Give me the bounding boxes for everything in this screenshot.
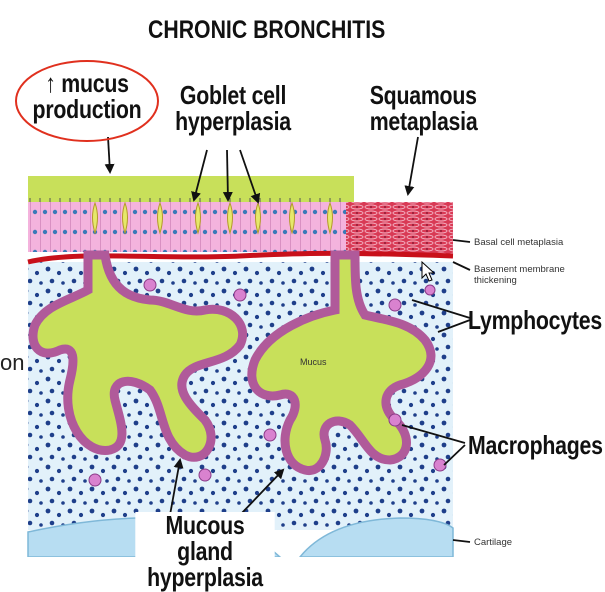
leader-cartilage [452,539,471,543]
annotation-arrows [104,136,471,543]
arrow-goblet-3 [239,149,261,204]
leader-macrophage-2 [443,444,466,466]
right-mucous-gland [247,250,436,475]
goblet-cells [92,201,333,235]
arrow-squamous [404,136,419,196]
macrophages-label: Macrophages [468,430,603,460]
arrow-gland-2 [239,468,285,516]
left-mucous-gland [28,250,247,462]
leader-macrophage-1 [401,424,466,444]
basal-cell-metaplasia-label: Basal cell metaplasia [474,237,564,248]
mucus-production-ellipse [15,60,159,142]
squamous-epithelium [346,202,453,254]
arrow-goblet-1 [191,149,208,202]
squamous-metaplasia-label: Squamous metaplasia [369,80,478,136]
respiratory-epithelium [28,202,346,252]
cut-off-text: on [0,350,25,375]
cartilage-label: Cartilage [474,537,513,548]
mucous-gland-hyperplasia-label: Mucous gland hyperplasia [135,512,275,590]
lymphocytes-label: Lymphocytes [468,305,602,335]
arrow-mucus [104,136,115,174]
leader-basal-cell [452,239,471,243]
mouse-cursor-icon [421,260,436,282]
bronchitis-diagram [15,60,471,557]
leader-basement [452,261,471,271]
mucus-layer [28,176,354,202]
leader-lymphocyte-1 [411,299,471,319]
up-arrow-icon: ↑ [45,68,56,98]
mucus-production-label: ↑ mucus production [32,68,142,124]
arrow-gland-1 [169,458,184,516]
diagram-title: CHRONIC BRONCHITIS [148,16,386,44]
arrow-goblet-2 [222,149,233,202]
macrophage-cells [88,278,447,487]
cartilage-right [299,517,454,557]
leader-lymphocyte-2 [437,319,471,333]
basement-membrane-label: Basement membrane thickening [474,264,565,286]
goblet-cell-hyperplasia-label: Goblet cell hyperplasia [175,80,291,136]
mucus-inner-label: Mucus [300,357,327,367]
